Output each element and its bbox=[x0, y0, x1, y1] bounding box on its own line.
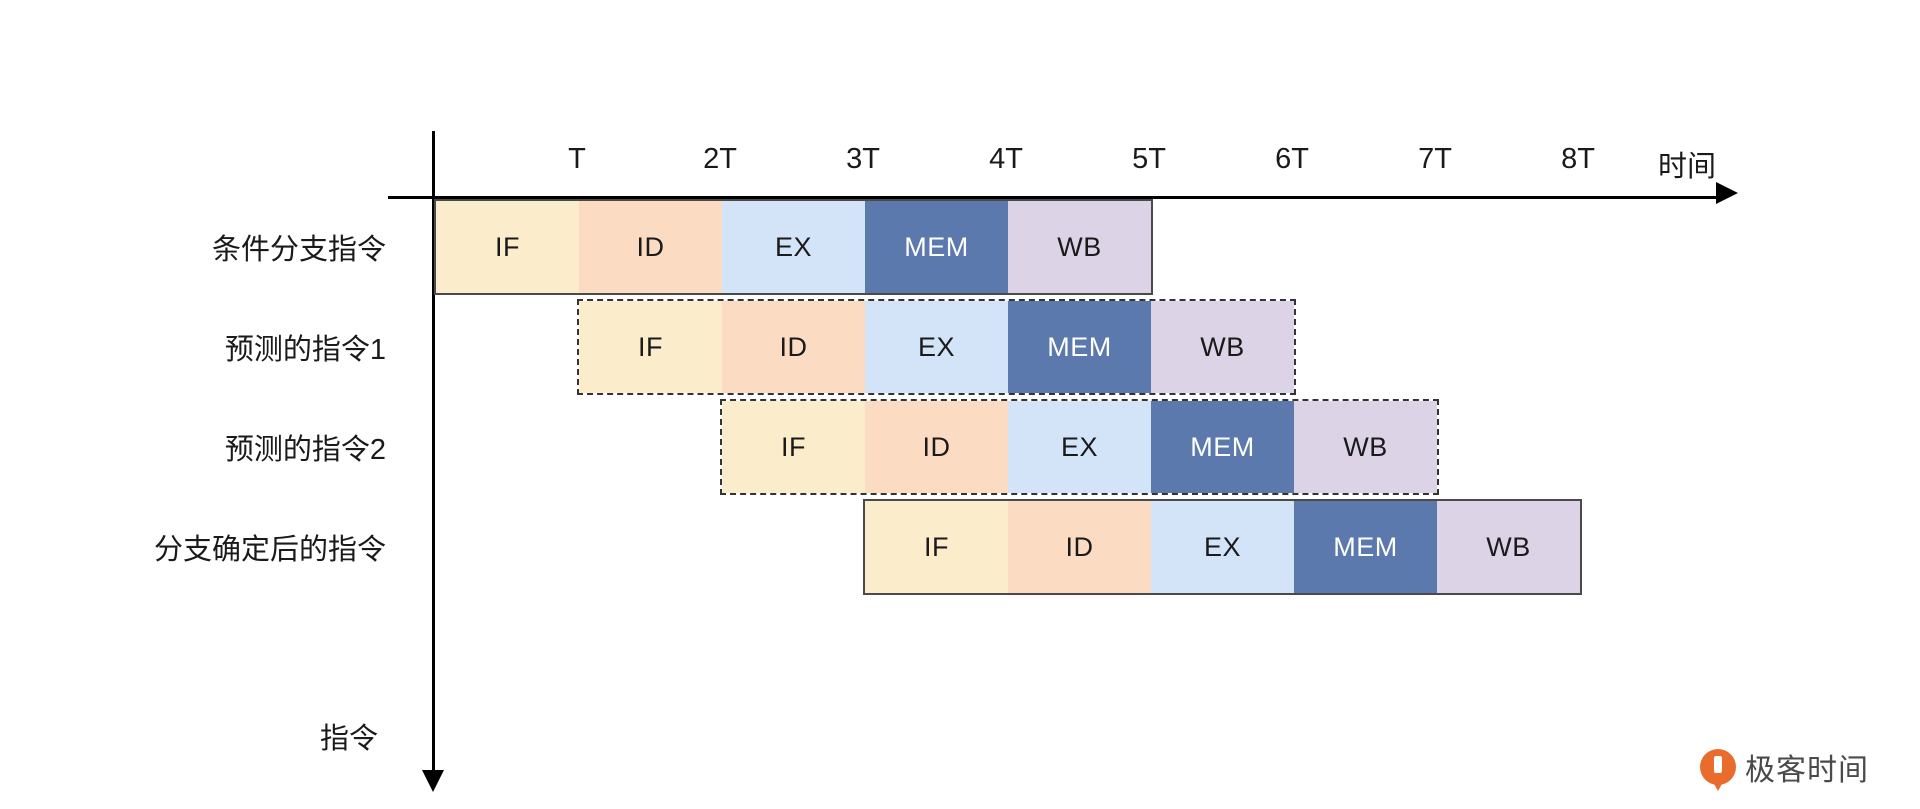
stage-cell-wb: WB bbox=[1151, 301, 1294, 393]
stage-cell-ex: EX bbox=[1151, 501, 1294, 593]
x-axis-tick-6: 6T bbox=[1275, 143, 1309, 175]
stage-cell-ex: EX bbox=[722, 201, 865, 293]
stage-cell-mem: MEM bbox=[1008, 301, 1151, 393]
row-label-4: 分支确定后的指令 bbox=[153, 534, 386, 566]
stage-cell-if: IF bbox=[436, 201, 579, 293]
y-axis-line bbox=[432, 131, 435, 779]
y-axis-caption: 指令 bbox=[320, 723, 379, 755]
stage-cell-ex: EX bbox=[1008, 401, 1151, 493]
stage-cell-mem: MEM bbox=[865, 201, 1008, 293]
stage-cell-id: ID bbox=[865, 401, 1008, 493]
stage-cell-ex: EX bbox=[865, 301, 1008, 393]
stage-cell-mem: MEM bbox=[1294, 501, 1437, 593]
row-label-3: 预测的指令2 bbox=[224, 434, 386, 466]
watermark: 极客时间 bbox=[1700, 745, 1869, 789]
stage-cell-id: ID bbox=[722, 301, 865, 393]
x-axis-arrow-icon bbox=[1716, 182, 1738, 204]
x-axis-tick-5: 5T bbox=[1132, 143, 1166, 175]
stage-cell-wb: WB bbox=[1437, 501, 1580, 593]
stage-cell-mem: MEM bbox=[1151, 401, 1294, 493]
stage-cell-if: IF bbox=[579, 301, 722, 393]
x-axis-tick-8: 8T bbox=[1561, 143, 1595, 175]
x-axis-line bbox=[388, 196, 1722, 199]
row-label-2: 预测的指令1 bbox=[224, 334, 386, 366]
geektime-logo-icon bbox=[1700, 749, 1736, 785]
row-label-1: 条件分支指令 bbox=[211, 234, 386, 266]
x-axis-tick-1: T bbox=[568, 143, 586, 175]
x-axis-caption: 时间 bbox=[1658, 151, 1717, 183]
stage-cell-wb: WB bbox=[1008, 201, 1151, 293]
x-axis-tick-4: 4T bbox=[989, 143, 1023, 175]
stage-cell-id: ID bbox=[1008, 501, 1151, 593]
watermark-text: 极客时间 bbox=[1745, 754, 1869, 787]
x-axis-tick-7: 7T bbox=[1418, 143, 1452, 175]
stage-cell-id: ID bbox=[579, 201, 722, 293]
x-axis-tick-3: 3T bbox=[846, 143, 880, 175]
y-axis-arrow-icon bbox=[422, 770, 444, 792]
stage-cell-if: IF bbox=[865, 501, 1008, 593]
stage-cell-wb: WB bbox=[1294, 401, 1437, 493]
stage-cell-if: IF bbox=[722, 401, 865, 493]
x-axis-tick-2: 2T bbox=[703, 143, 737, 175]
